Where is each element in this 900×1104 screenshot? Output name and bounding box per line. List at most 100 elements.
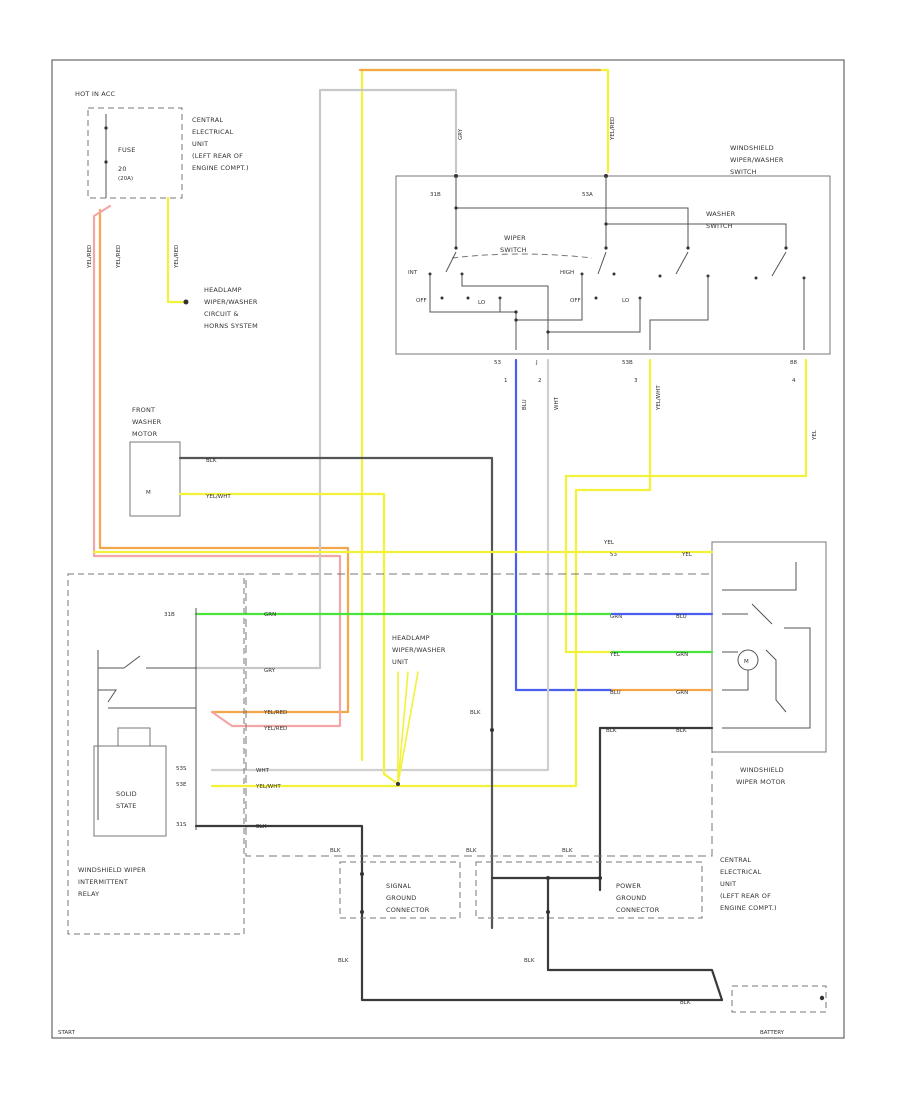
blk-junction-node (490, 728, 494, 732)
ceu-top-line: CENTRAL (192, 116, 223, 124)
contact-dot (658, 274, 662, 278)
wire-label-blk-relay: BLK (256, 824, 267, 830)
wiper-motor-box (711, 541, 827, 753)
wire-label-blk-g3: BLK (562, 848, 573, 854)
contact-dot (594, 296, 598, 300)
switch-internal (649, 276, 709, 350)
relay-pin-31b: 31B (164, 612, 175, 618)
switch-internal (461, 274, 549, 350)
wire-label-blk-battery: BLK (680, 1000, 691, 1006)
wire-label-yelred-top: YEL/RED (610, 117, 616, 141)
headlamp-unit-line: WIPER/WASHER (392, 646, 446, 654)
washer-motor-line: MOTOR (132, 430, 158, 438)
battery-box (731, 985, 827, 1013)
switch-node (784, 246, 788, 250)
switch-internal (429, 274, 517, 350)
wire-label-yelred-left2: YEL/RED (116, 245, 122, 269)
connector-num-4: 4 (792, 378, 796, 384)
wiper-washer-switch-box (395, 175, 831, 355)
washer-motor-label: FRONT WASHER MOTOR (132, 406, 162, 438)
fuse-node (104, 160, 108, 164)
ws-switch-line: WINDSHIELD (730, 144, 774, 152)
switch-out-88: 88 (790, 360, 797, 366)
wire-label-wht-relay: WHT (256, 768, 270, 774)
contact-dot (754, 276, 758, 280)
switch-bus (456, 207, 689, 248)
wire-blue (514, 358, 614, 692)
ceu-bottom-dash (245, 573, 713, 857)
motor-pin-53: 53 (610, 552, 617, 558)
headlamp-circuit-label: HEADLAMP WIPER/WASHER CIRCUIT & HORNS SY… (204, 286, 258, 330)
switch-contact (771, 251, 787, 277)
power-ground-line: POWER (616, 882, 641, 890)
signal-ground-node (360, 872, 364, 876)
wire-label-wht: WHT (554, 396, 560, 410)
signal-ground-box (339, 861, 461, 919)
ceu-bottom-line: (LEFT REAR OF (720, 892, 771, 900)
signal-ground-line: CONNECTOR (386, 906, 430, 914)
wire-label-yelred-relay: YEL/RED (263, 710, 287, 716)
solid-state-line: SOLID (116, 790, 137, 798)
switch-out-53b: 53B (622, 360, 633, 366)
switch-internal (516, 274, 583, 321)
switch-bus (606, 223, 787, 248)
switch-out-53: 53 (494, 360, 501, 366)
wire-orange-left (98, 208, 350, 714)
motor-wire-blk: BLK (606, 728, 617, 734)
washer-motor-line: WASHER (132, 418, 162, 426)
relay-label: WINDSHIELD WIPER INTERMITTENT RELAY (78, 866, 146, 898)
connector-num-3: 3 (634, 378, 638, 384)
signal-ground-line: GROUND (386, 894, 417, 902)
fuse-node (104, 126, 108, 130)
ceu-top-line: ENGINE COMPT.) (192, 164, 249, 172)
wire-yellow-washer (178, 492, 400, 786)
switch-contact (675, 251, 689, 275)
switch-node (686, 246, 690, 250)
headlamp-circuit-line: HORNS SYSTEM (204, 322, 258, 330)
wire-label-blk-g2: BLK (466, 848, 477, 854)
wire-pink-left (92, 204, 342, 728)
wire-label-grn-motor2: GRN (676, 690, 688, 696)
washer-motor-line: FRONT (132, 406, 155, 414)
battery-label: BATTERY (760, 1030, 785, 1036)
relay-coil (117, 727, 151, 747)
wire-label-blu: BLU (522, 399, 528, 410)
wire-label-blk-bottom2: BLK (524, 958, 535, 964)
contact-dot (612, 272, 616, 276)
wire-black-washer (178, 456, 494, 930)
wire-label-yelwht-relay: YEL/WHT (255, 784, 281, 790)
power-ground-node (546, 876, 550, 880)
washer-switch-label: WASHER SWITCH (706, 210, 735, 230)
relay-line: WINDSHIELD WIPER (78, 866, 146, 874)
ceu-bottom-line: ENGINE COMPT.) (720, 904, 777, 912)
wire-label-yelred-relay2: YEL/RED (263, 726, 287, 732)
wire-label-grn-motor: GRN (676, 652, 688, 658)
motor-wire-grn: GRN (610, 614, 622, 620)
signal-ground-label: SIGNAL GROUND CONNECTOR (386, 882, 430, 914)
relay-pin-31s: 31S (176, 822, 187, 828)
wiper-motor-line: WIPER MOTOR (736, 778, 786, 786)
wiper-motor-label: WINDSHIELD WIPER MOTOR (736, 766, 786, 786)
switch-node (604, 222, 608, 226)
ceu-bottom-line: CENTRAL (720, 856, 751, 864)
relay-box (67, 573, 245, 935)
power-ground-node (546, 910, 550, 914)
wire-label-gry-top: GRY (458, 128, 464, 140)
wire-white (210, 358, 550, 772)
wire-yellow-53b (210, 358, 652, 788)
wire-gray-top (318, 88, 458, 670)
headlamp-unit-line: UNIT (392, 658, 408, 666)
switch-pos-off: OFF (416, 298, 427, 304)
wire-label-yel-motor: YEL (681, 552, 693, 558)
wire-label-blk-bottom1: BLK (338, 958, 349, 964)
switch-node (454, 246, 458, 250)
switch-node (546, 330, 550, 334)
washer-motor-box (129, 441, 181, 517)
wiper-motor-internal (722, 562, 811, 729)
solid-state-line: STATE (116, 802, 137, 810)
power-ground-box (475, 861, 703, 919)
wiper-motor-m: M (744, 659, 749, 665)
headlamp-unit-label: HEADLAMP WIPER/WASHER UNIT (392, 634, 446, 666)
wiper-motor-line: WINDSHIELD (740, 766, 784, 774)
wire-label-blk-mid: BLK (470, 710, 481, 716)
